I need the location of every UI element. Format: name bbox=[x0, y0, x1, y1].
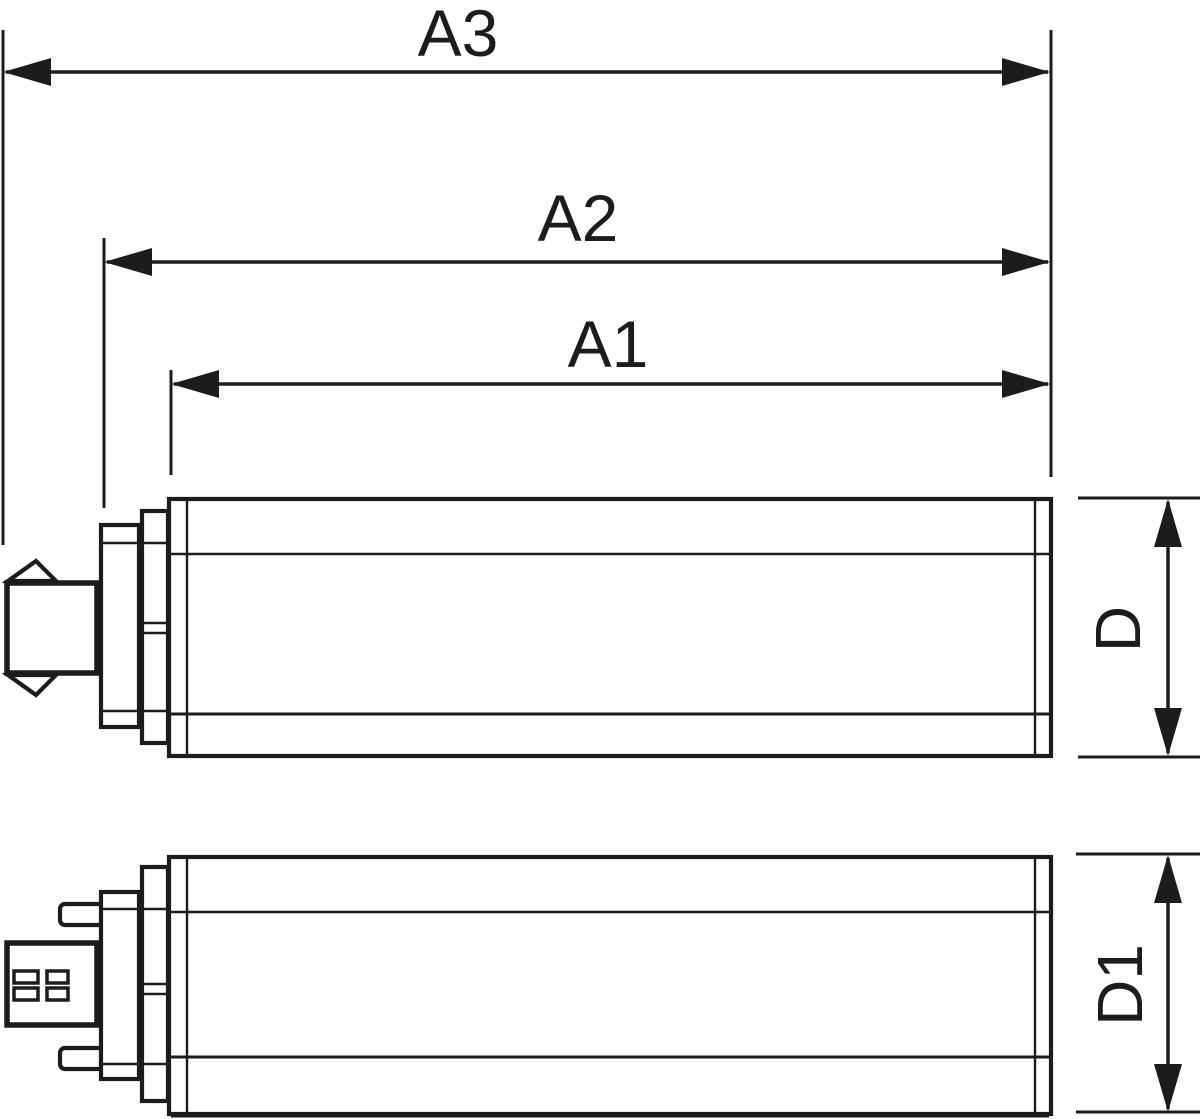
dim-label-a1: A1 bbox=[568, 307, 649, 381]
lamp1-base-ring-outer bbox=[98, 522, 142, 730]
dim-label-d1: D1 bbox=[1084, 944, 1156, 1026]
lamp2-base-ring-outer bbox=[98, 889, 142, 1082]
lamp-view-bottom bbox=[4, 854, 1054, 1118]
arrowhead-d1-up bbox=[1154, 855, 1182, 903]
arrowhead-d1-down bbox=[1154, 1064, 1182, 1112]
dimension-a1: A1 bbox=[171, 307, 1050, 398]
lamp-view-top bbox=[1, 496, 1054, 759]
arrowhead-a3-right bbox=[1002, 58, 1050, 86]
lamp2-pin-bottom bbox=[57, 1045, 107, 1072]
lamp1-base-ring-inner bbox=[139, 508, 171, 746]
lamp2-plug-slot bbox=[45, 986, 70, 1002]
dimension-a2: A2 bbox=[104, 181, 1050, 276]
dimension-d1: D1 bbox=[1076, 852, 1200, 1114]
dimension-a3: A3 bbox=[3, 0, 1050, 86]
arrowhead-a1-right bbox=[1002, 370, 1050, 398]
dimension-d: D bbox=[1078, 496, 1200, 759]
lamp1-tube-body bbox=[166, 496, 1054, 759]
dim-label-d: D bbox=[1082, 606, 1154, 652]
lamp2-plug-slot bbox=[12, 969, 40, 985]
lamp1-key-top bbox=[1, 558, 62, 584]
arrowhead-a3-left bbox=[3, 58, 51, 86]
dim-label-a3: A3 bbox=[418, 0, 499, 70]
lamp2-tube-body bbox=[166, 854, 1054, 1117]
lamp2-plug-slot bbox=[12, 986, 40, 1002]
arrowhead-a2-left bbox=[104, 248, 152, 276]
dim-label-a2: A2 bbox=[538, 181, 619, 255]
lamp2-pin-top bbox=[57, 901, 107, 928]
lamp1-key-bottom bbox=[1, 672, 62, 698]
arrowhead-a2-right bbox=[1002, 248, 1050, 276]
arrowhead-d-down bbox=[1154, 708, 1182, 756]
lamp1-plug-body bbox=[4, 580, 100, 676]
arrowhead-d-up bbox=[1154, 499, 1182, 547]
extension-lines bbox=[1, 30, 1053, 545]
lamp2-plug-slot bbox=[45, 969, 70, 985]
arrowhead-a1-left bbox=[171, 370, 219, 398]
